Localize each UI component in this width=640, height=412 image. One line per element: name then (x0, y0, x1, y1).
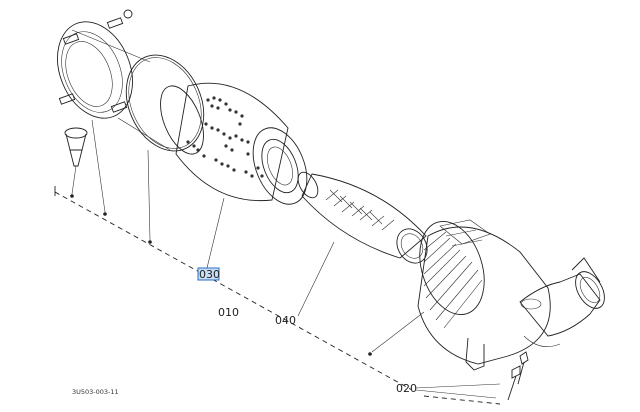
main-filter-element-part[interactable] (152, 80, 317, 212)
leader-dust-valve (71, 165, 77, 195)
leader-end-cap (91, 119, 106, 213)
assembly-axis (54, 191, 501, 405)
leader-housing (371, 311, 425, 353)
callout-020[interactable]: 020 (396, 382, 417, 395)
leader-screw-2 (415, 389, 497, 399)
dust-valve-part[interactable] (64, 127, 88, 167)
screw-part[interactable] (507, 351, 529, 401)
leader-dot (70, 194, 74, 198)
leader-dot (103, 212, 107, 216)
leader-o-ring (147, 149, 151, 241)
callout-030[interactable]: 030 (199, 268, 220, 281)
leader-dot (148, 240, 152, 244)
callout-010[interactable]: 010 (218, 306, 239, 319)
leader-inner-filter (297, 241, 335, 317)
callout-040[interactable]: 040 (275, 314, 296, 327)
leader-main-filter (206, 197, 225, 269)
drawing-number: 3U503-003-11 (72, 388, 119, 396)
leader-screw-1 (415, 383, 501, 389)
o-ring-part[interactable] (112, 43, 218, 164)
inner-safety-filter-part[interactable] (294, 169, 433, 269)
callout-030-highlight (197, 267, 220, 281)
end-cap-part[interactable] (44, 9, 171, 151)
air-cleaner-housing-part[interactable] (409, 213, 611, 371)
leader-dot (368, 352, 372, 356)
